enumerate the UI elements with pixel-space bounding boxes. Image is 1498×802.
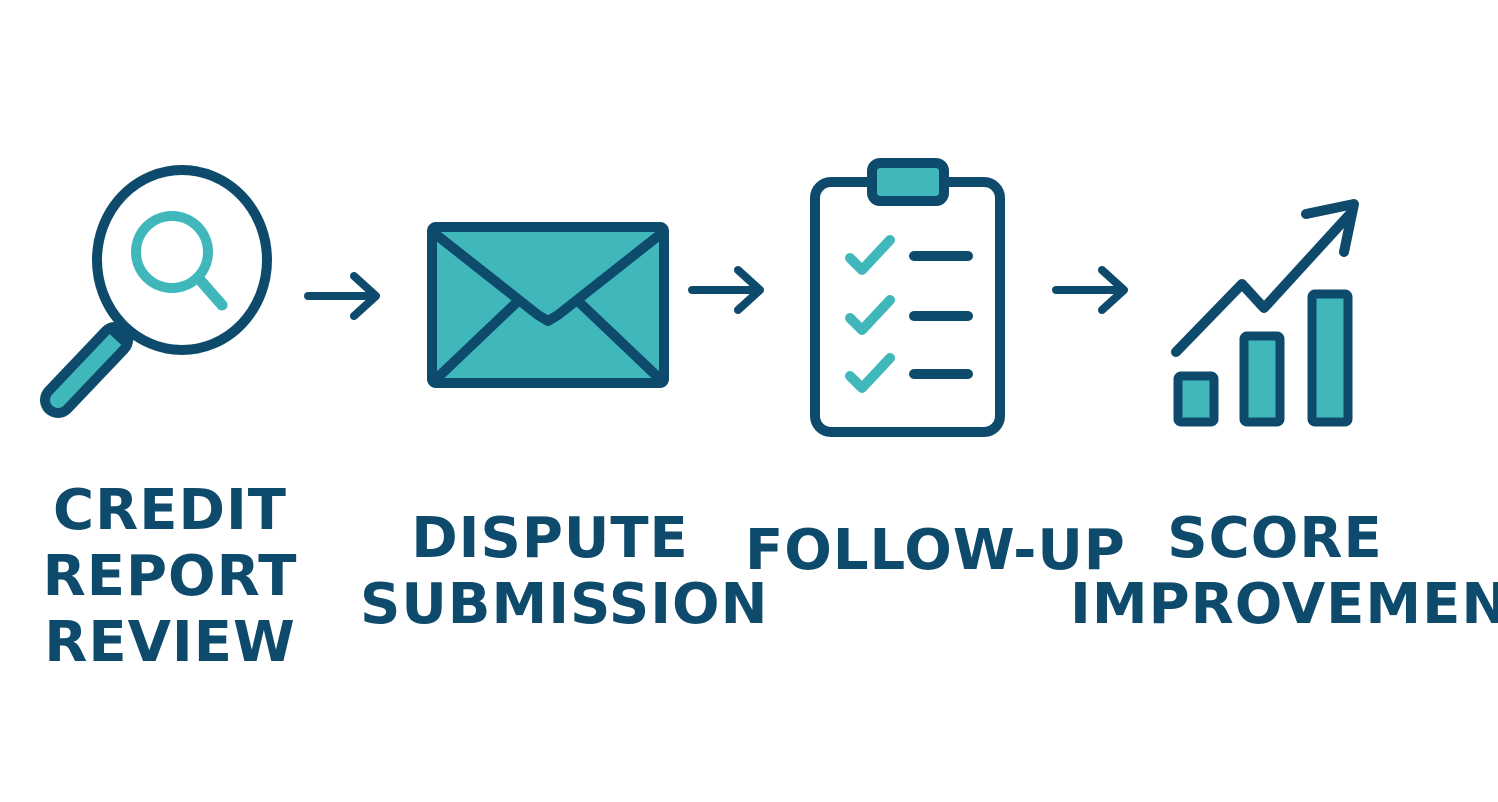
step-label-line: DISPUTE — [411, 506, 689, 571]
step-label-follow-up: FOLLOW-UP — [745, 518, 1126, 584]
step-label-line: SUBMISSION — [360, 572, 769, 637]
step-label-score-improvement: SCORE IMPROVEMENT — [1070, 506, 1498, 638]
step-label-line: IMPROVEMENT — [1070, 572, 1498, 637]
arrow-right-icon — [304, 272, 380, 320]
clipboard-checklist-icon — [810, 158, 1005, 437]
arrow-right-icon — [688, 266, 764, 314]
growth-chart-icon — [1171, 199, 1359, 427]
step-label-line: SCORE — [1167, 506, 1383, 571]
step-label-line: REPORT — [42, 544, 298, 609]
step-label-dispute-submission: DISPUTE SUBMISSION — [360, 506, 769, 638]
step-label-line: REVIEW — [44, 610, 296, 675]
step-label-line: FOLLOW-UP — [745, 518, 1126, 583]
envelope-icon — [427, 222, 669, 388]
step-label-credit-report-review: CREDIT REPORT REVIEW — [20, 478, 320, 676]
magnifying-glass-icon — [40, 165, 272, 418]
arrow-right-icon — [1052, 266, 1128, 314]
step-label-line: CREDIT — [53, 478, 287, 543]
